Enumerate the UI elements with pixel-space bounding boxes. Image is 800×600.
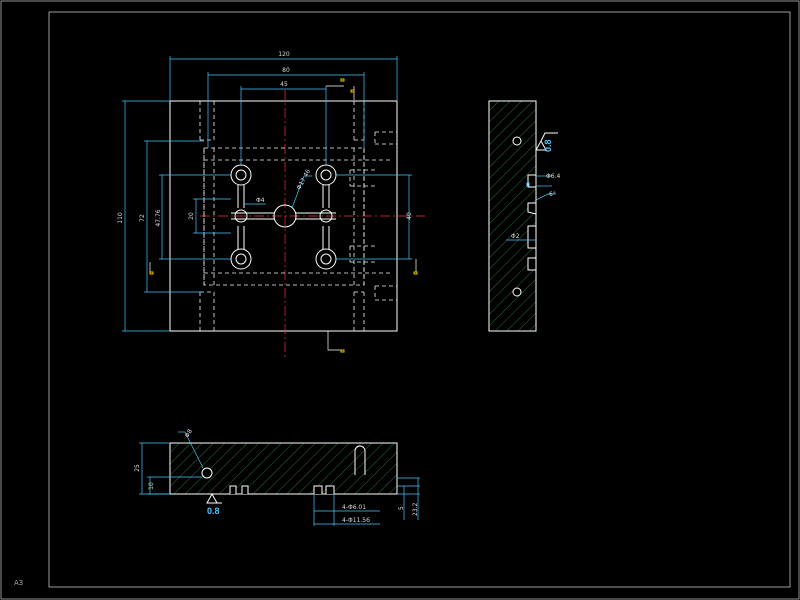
hidden-cavity-outline (203, 147, 365, 286)
front-dim-note-2: 4-Φ11.56 (342, 517, 370, 524)
cavity-bottom-left (230, 248, 252, 270)
front-cooling-hole (201, 467, 213, 479)
top-view: 120 80 45 110 72 47.76 20 40 Φ17.46 Φ4 (117, 51, 425, 360)
mold-plate-outline (169, 100, 398, 332)
dim-runner: Φ4 (256, 197, 265, 204)
cavity-bottom-right (315, 248, 337, 270)
dim-height-inner: 72 (139, 214, 146, 222)
dim-width-pins: 45 (280, 81, 288, 88)
dim-right-pins: 40 (406, 212, 413, 220)
side-cooling-hole-top (512, 136, 522, 146)
dim-height-overall: 110 (117, 212, 124, 224)
side-view: 0.8 Φ6.4 6° Φ2 (488, 100, 560, 332)
side-dim-runner-depth: Φ2 (511, 233, 520, 240)
dim-sprue: Φ17.46 (296, 168, 313, 191)
sheet-size-label: A3 (14, 579, 23, 587)
front-dim-height-hole: 10 (148, 482, 155, 490)
dim-width-overall: 120 (278, 51, 290, 58)
front-view: 0.8 Φ8 25 10 4-Φ6.01 4-Φ11.56 5 23.2 (134, 428, 420, 526)
side-plate-outline (488, 100, 537, 332)
side-dim-angle: 6° (549, 191, 556, 198)
side-dim-hole-top: Φ6.4 (546, 173, 560, 180)
front-dim-note-1: 4-Φ6.01 (342, 504, 366, 511)
sprue-circle (273, 204, 297, 228)
dim-width-inner: 80 (282, 67, 290, 74)
front-dim-hole: Φ8 (184, 428, 194, 439)
side-cooling-hole-bottom (512, 287, 522, 297)
runner-system (230, 164, 337, 270)
side-roughness-label: 0.8 (543, 139, 553, 152)
dim-height-cavity: 47.76 (155, 209, 162, 226)
front-dim-right-1: 5 (398, 506, 405, 510)
front-dim-height-overall: 25 (134, 464, 141, 472)
cavity-top-left (230, 164, 252, 186)
front-dim-right-2: 23.2 (412, 502, 419, 516)
front-plate-outline (169, 442, 398, 495)
front-roughness-label: 0.8 (207, 506, 220, 516)
dim-height-small: 20 (188, 212, 195, 220)
cavity-top-right (315, 164, 337, 186)
